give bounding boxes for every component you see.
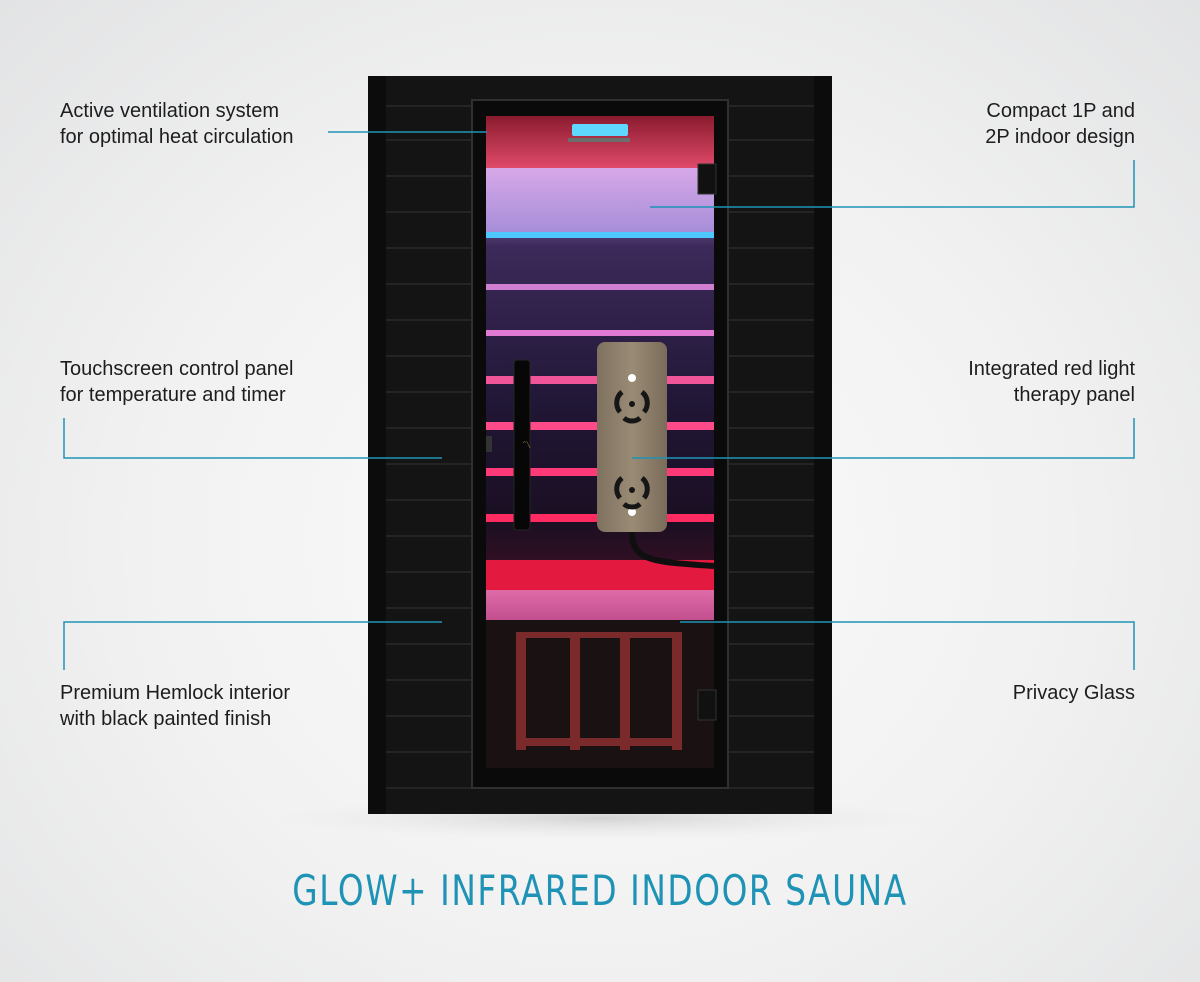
panel-light-dot (628, 508, 636, 516)
brand-logo: 〽 (522, 441, 531, 451)
callout-ventilation-line-2: for optimal heat circulation (60, 126, 294, 148)
callout-line-privacy (680, 621, 1135, 670)
callout-privacy-line-1: Privacy Glass (1012, 682, 1135, 704)
callout-red-light-line-1: Integrated red light (968, 358, 1135, 380)
sauna-bench (486, 590, 714, 620)
callout-red-light: Integrated red light therapy panel (968, 356, 1135, 408)
callout-privacy: Privacy Glass (1013, 680, 1135, 706)
callout-compact-line-2: 2P indoor design (985, 126, 1135, 148)
cabinet-siding (386, 105, 814, 789)
door-handle (513, 359, 531, 531)
door-hinge (697, 689, 717, 721)
callout-touchscreen-line-2: for temperature and timer (60, 384, 286, 406)
callout-compact: Compact 1P and 2P indoor design (985, 98, 1135, 150)
sauna-back-wall (486, 168, 714, 234)
callout-line-compact (650, 160, 1135, 208)
callout-ventilation-line-1: Active ventilation system (60, 100, 279, 122)
cabinet-right-post (814, 76, 832, 814)
speaker-icon (614, 476, 650, 510)
callout-red-light-line-2: therapy panel (1013, 384, 1135, 406)
callout-compact-line-1: Compact 1P and (986, 100, 1135, 122)
product-title: GLOW+ INFRARED INDOOR SAUNA (292, 866, 908, 915)
bench-supports (516, 632, 682, 750)
ventilation-fixture (568, 138, 630, 142)
panel-cable (629, 531, 715, 569)
callout-lines (63, 131, 1135, 670)
touchscreen-control-panel (486, 436, 492, 452)
callout-ventilation: Active ventilation system for optimal he… (60, 98, 293, 150)
panel-light-dot (628, 374, 636, 382)
red-light-therapy-panel (597, 342, 667, 532)
callout-touchscreen: Touchscreen control panel for temperatur… (60, 356, 293, 408)
callout-line-hemlock (63, 621, 442, 670)
speaker-icon (614, 390, 650, 424)
blue-light-strip (486, 232, 714, 238)
ventilation-light-icon (572, 124, 628, 136)
door-hinge (697, 163, 717, 195)
callout-hemlock-line-1: Premium Hemlock interior (60, 682, 291, 704)
cabinet-left-post (368, 76, 386, 814)
callout-line-touchscreen (63, 418, 442, 459)
callout-hemlock-line-2: with black painted finish (60, 708, 272, 730)
callout-line-red-light (632, 418, 1135, 459)
callout-hemlock: Premium Hemlock interior with black pain… (60, 680, 290, 732)
callout-touchscreen-line-1: Touchscreen control panel (60, 358, 294, 380)
